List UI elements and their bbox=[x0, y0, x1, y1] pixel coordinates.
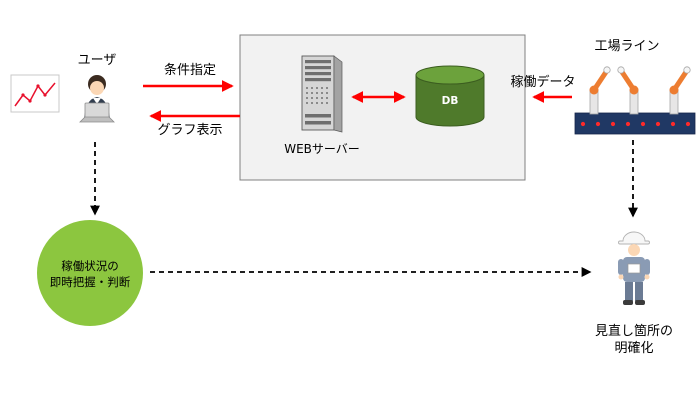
arrow-graph-display-label: グラフ表示 bbox=[157, 123, 222, 138]
user-illustration bbox=[79, 75, 115, 123]
outcome-circle-label-line1: 稼働状況の bbox=[61, 259, 119, 273]
database-cylinder: DB bbox=[415, 65, 485, 127]
line-chart-icon bbox=[10, 74, 60, 113]
web-server-label: WEBサーバー bbox=[284, 142, 360, 156]
user-label: ユーザ bbox=[78, 53, 117, 68]
web-server-illustration bbox=[301, 55, 343, 133]
outcome-circle bbox=[37, 220, 143, 326]
worker-label-line1: 見直し箇所の bbox=[595, 323, 673, 339]
arrow-operation-data-label: 稼働データ bbox=[510, 74, 575, 90]
arrow-condition-label: 条件指定 bbox=[164, 62, 216, 78]
worker-illustration bbox=[618, 231, 650, 305]
factory-illustration bbox=[574, 66, 696, 135]
worker-label-line2: 明確化 bbox=[614, 340, 653, 356]
outcome-circle-label-line2: 即時把握・判断 bbox=[50, 275, 131, 289]
db-label: DB bbox=[442, 95, 459, 107]
factory-label: 工場ライン bbox=[594, 39, 659, 54]
